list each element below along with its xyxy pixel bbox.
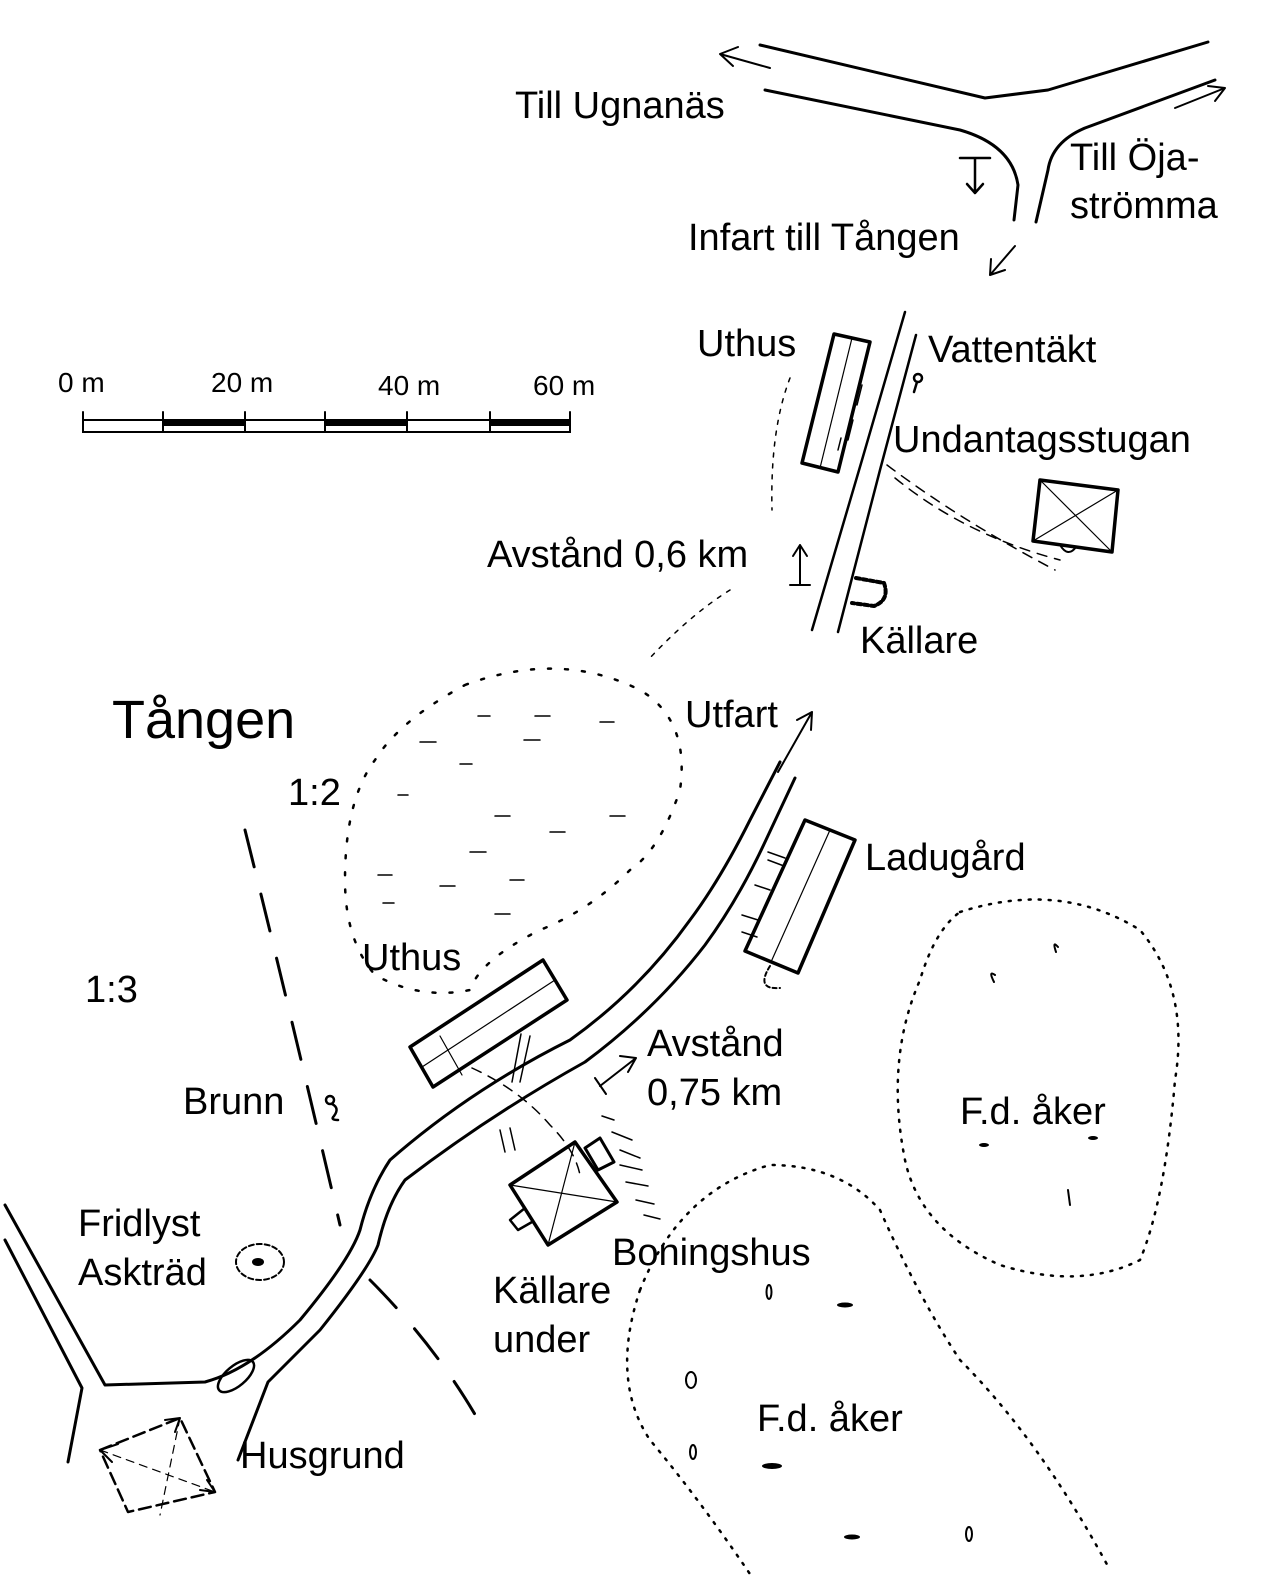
- map-labels: Till Ugnanäs Till Öja- strömma Infart ti…: [78, 85, 1219, 1477]
- scale-tick-0: 0 m: [58, 367, 105, 398]
- label-kallare-north: Källare: [860, 620, 978, 662]
- scale-tick-60: 60 m: [533, 370, 595, 401]
- label-avstand-075-2: 0,75 km: [647, 1072, 782, 1114]
- label-kallare-under-2: under: [493, 1319, 591, 1361]
- label-avstand-075-1: Avstånd: [647, 1023, 784, 1065]
- dist-marker-075: [594, 1055, 637, 1095]
- label-ratio-12: 1:2: [288, 772, 341, 814]
- label-uthus-north: Uthus: [697, 323, 796, 365]
- map-title: Tången: [112, 690, 295, 750]
- label-avstand-06: Avstånd 0,6 km: [487, 534, 748, 576]
- label-infart: Infart till Tången: [688, 217, 960, 259]
- scale-tick-20: 20 m: [211, 367, 273, 398]
- label-kallare-under-1: Källare: [493, 1270, 611, 1312]
- label-fridlyst-2: Askträd: [78, 1252, 207, 1294]
- field-south: [625, 1163, 1112, 1577]
- field-12-area: [343, 667, 683, 995]
- label-boningshus: Boningshus: [612, 1232, 811, 1274]
- field-east: [896, 898, 1180, 1278]
- uthus-north-building: [800, 332, 872, 474]
- label-till-ugnanas: Till Ugnanäs: [515, 85, 725, 127]
- undantagsstugan-building: [1031, 478, 1120, 554]
- vattentakt-symbol: [912, 372, 924, 394]
- label-ratio-13: 1:3: [85, 969, 138, 1011]
- ladugard-building: [741, 818, 857, 990]
- label-husgrund: Husgrund: [240, 1435, 405, 1477]
- label-till-oja-2: strömma: [1070, 185, 1219, 227]
- label-fridlyst-1: Fridlyst: [78, 1203, 201, 1245]
- label-brunn: Brunn: [183, 1081, 284, 1123]
- fridlyst-asktrad-symbol: [235, 1243, 285, 1281]
- label-utfart: Utfart: [685, 694, 778, 736]
- north-lane: [647, 310, 1061, 661]
- label-fd-aker-south: F.d. åker: [757, 1398, 903, 1440]
- label-till-oja-1: Till Öja-: [1070, 137, 1199, 179]
- main-road: [3, 711, 813, 1464]
- uthus-south-building: [408, 958, 581, 1176]
- scale-tick-40: 40 m: [378, 370, 440, 401]
- brunn-symbol: [324, 1094, 340, 1122]
- label-vattentakt: Vattentäkt: [928, 329, 1097, 371]
- scale-bar: 0 m 20 m 40 m 60 m: [58, 367, 595, 433]
- label-fd-aker-east: F.d. åker: [960, 1091, 1106, 1133]
- boundary-lines: [243, 828, 487, 1434]
- road-junction: [719, 40, 1226, 276]
- label-undantagsstugan: Undantagsstugan: [893, 419, 1191, 461]
- boningshus-building: [499, 1115, 661, 1247]
- kallare-north-symbol: [850, 576, 888, 608]
- husgrund-symbol: [98, 1416, 217, 1516]
- label-uthus-south: Uthus: [362, 937, 461, 979]
- label-ladugard: Ladugård: [865, 837, 1026, 879]
